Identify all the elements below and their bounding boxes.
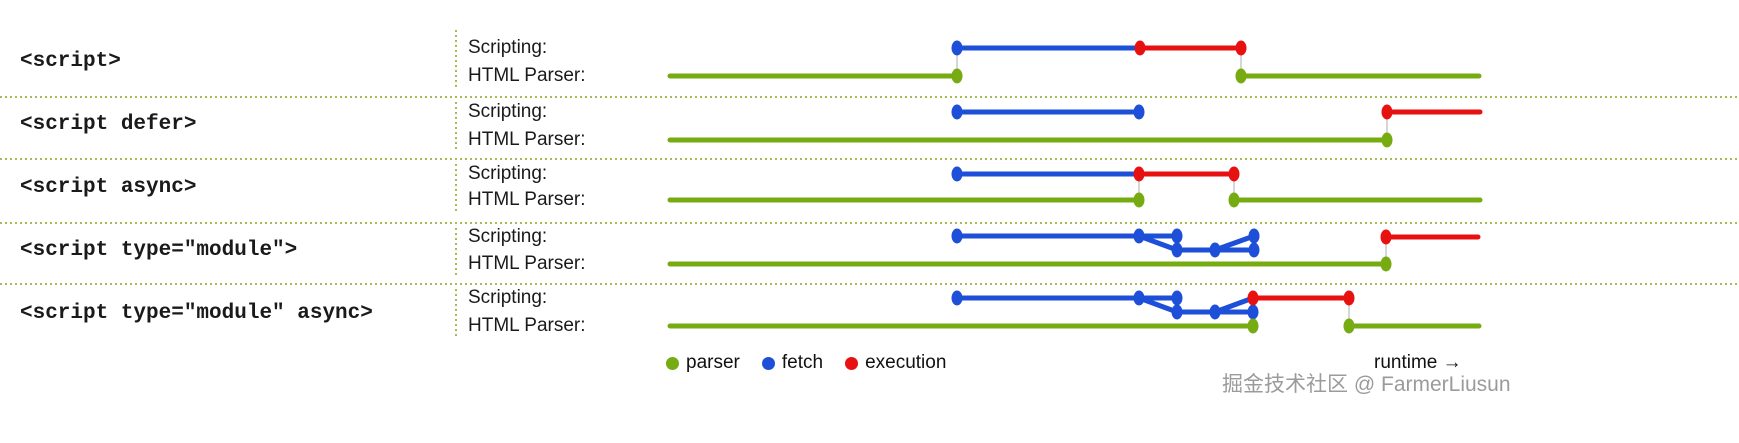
- parser-dot: [1247, 318, 1259, 334]
- scripting-label: Scripting:: [468, 163, 548, 184]
- fetch-dot: [1247, 304, 1259, 320]
- row-separator: [0, 283, 1739, 285]
- legend-item-fetch: fetch: [761, 352, 824, 374]
- fetch-dot: [1248, 228, 1260, 244]
- scripting-label: Scripting:: [468, 101, 548, 122]
- fetch-dot: [1171, 242, 1183, 258]
- html-parser-label: HTML Parser:: [468, 65, 586, 86]
- execution-dot: [1235, 40, 1247, 56]
- row-separator: [0, 222, 1739, 224]
- fetch-dot: [1171, 228, 1183, 244]
- fetch-dot: [1209, 304, 1221, 320]
- parser-dot: [1133, 192, 1145, 208]
- html-parser-label: HTML Parser:: [468, 315, 586, 336]
- execution-dot: [1134, 40, 1146, 56]
- execution-dot: [1247, 290, 1259, 306]
- parser-dot: [1235, 68, 1247, 84]
- column-divider: [455, 228, 457, 277]
- execution-dot: [1343, 290, 1355, 306]
- fetch-dot: [951, 40, 963, 56]
- legend-item-parser: parser: [666, 352, 740, 374]
- execution-legend-dot-icon: [845, 356, 859, 370]
- html-parser-label: HTML Parser:: [468, 253, 586, 274]
- row-tag-label: <script async>: [20, 176, 197, 199]
- row-tag-label: <script type=″module″ async>: [20, 302, 373, 325]
- row-tag-label: <script type=″module″>: [20, 239, 298, 262]
- parser-dot: [1228, 192, 1240, 208]
- execution-dot: [1133, 166, 1145, 182]
- execution-dot: [1380, 229, 1392, 245]
- column-divider: [455, 30, 457, 88]
- fetch-dot: [951, 166, 963, 182]
- legend-label: execution: [865, 352, 947, 373]
- scripting-label: Scripting:: [468, 287, 548, 308]
- fetch-line: [1136, 233, 1180, 253]
- fetch-dot: [1133, 290, 1145, 306]
- legend-label: fetch: [781, 352, 824, 373]
- fetch-dot: [1248, 242, 1260, 258]
- parser-dot: [951, 68, 963, 84]
- column-divider: [455, 164, 457, 214]
- row-tag-label: <script defer>: [20, 113, 197, 136]
- column-divider: [455, 289, 457, 339]
- fetch-legend-dot-icon: [761, 356, 775, 370]
- column-divider: [455, 102, 457, 152]
- fetch-dot: [1171, 304, 1183, 320]
- execution-dot: [1228, 166, 1240, 182]
- parser-dot: [1343, 318, 1355, 334]
- fetch-dot: [951, 290, 963, 306]
- scripting-label: Scripting:: [468, 226, 548, 247]
- fetch-dot: [1133, 104, 1145, 120]
- html-parser-label: HTML Parser:: [468, 189, 586, 210]
- legend: parser fetch execution: [666, 352, 946, 374]
- parser-dot: [1380, 256, 1392, 272]
- legend-label: parser: [686, 352, 740, 373]
- watermark: 掘金技术社区 @ FarmerLiusun: [1222, 373, 1511, 396]
- fetch-dot: [1133, 228, 1145, 244]
- parser-legend-dot-icon: [666, 356, 679, 370]
- row-separator: [0, 158, 1739, 160]
- legend-item-execution: execution: [845, 352, 946, 374]
- parser-dot: [1381, 132, 1393, 148]
- fetch-dot: [1209, 242, 1221, 258]
- execution-dot: [1381, 104, 1393, 120]
- html-parser-label: HTML Parser:: [468, 129, 586, 150]
- runtime-axis-label: runtime →: [1374, 352, 1462, 373]
- row-tag-label: <script>: [20, 50, 121, 73]
- fetch-dot: [1171, 290, 1183, 306]
- fetch-dot: [951, 228, 963, 244]
- fetch-dot: [951, 104, 963, 120]
- fetch-line: [1136, 295, 1180, 315]
- scripting-label: Scripting:: [468, 37, 548, 58]
- row-separator: [0, 96, 1739, 98]
